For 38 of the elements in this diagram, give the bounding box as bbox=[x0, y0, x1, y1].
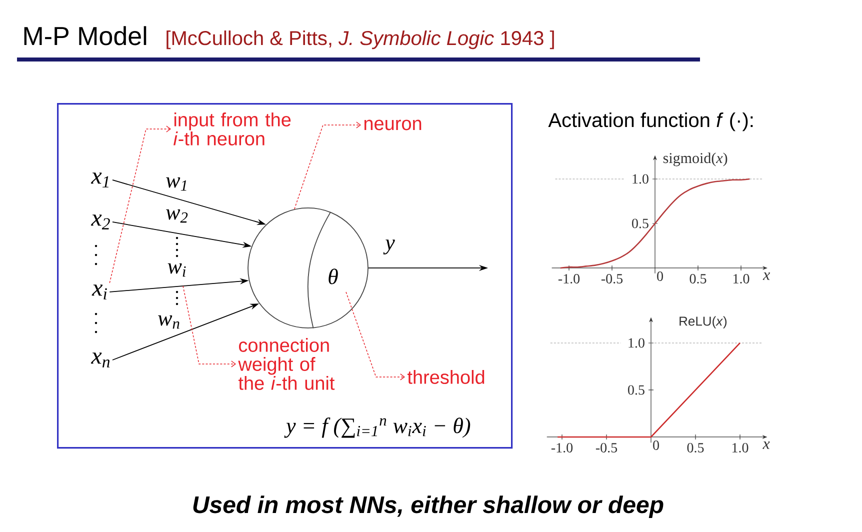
leader-arrow bbox=[346, 292, 405, 380]
leader-arrow bbox=[182, 286, 236, 368]
x-tick-label: 0 bbox=[657, 272, 663, 281]
annotation-text: connection weight of the i-th unit bbox=[238, 338, 335, 390]
edge-label: w$_{n}$ bbox=[156, 314, 182, 330]
y-tick-label: 1.0 bbox=[632, 174, 648, 184]
annotation-text: neuron bbox=[364, 120, 422, 130]
annotation-text: threshold bbox=[408, 370, 484, 384]
x-axis-title: x bbox=[762, 272, 770, 280]
citation: [McCulloch & Pitts, J. Symbolic Logic 1943 ] bbox=[166, 30, 554, 50]
caption: Used in most NNs, either shallow or deep bbox=[193, 496, 664, 518]
input-variable: x$_{1}$ bbox=[90, 172, 108, 188]
edge-label: w$_{i}$ bbox=[166, 262, 188, 278]
x-tick-label: 0.5 bbox=[687, 443, 704, 453]
input-variable: x$_{i}$ bbox=[92, 284, 107, 300]
edge-label: w$_{2}$ bbox=[164, 208, 190, 224]
x-tick-label: 1.0 bbox=[733, 274, 750, 284]
input-variable: x$_{2}$ bbox=[90, 214, 110, 230]
leader-arrow bbox=[294, 122, 362, 210]
y-axis-title: ReLU(x) bbox=[680, 316, 727, 328]
y-tick-label: 0.5 bbox=[628, 385, 644, 395]
x-tick-label: -1.0 bbox=[551, 443, 573, 453]
y-tick-label: 1.0 bbox=[628, 338, 644, 348]
title: M-P Model bbox=[24, 26, 146, 46]
x-tick-label: 0.5 bbox=[690, 274, 706, 284]
edge-label: y bbox=[383, 238, 396, 256]
heading: Activation function f (·): bbox=[548, 112, 753, 132]
x-tick-label: -0.5 bbox=[601, 274, 623, 284]
input-variable: x$_{n}$ bbox=[90, 352, 110, 368]
y-axis-title: sigmoid(x) bbox=[663, 152, 728, 166]
x-tick-label: 1.0 bbox=[732, 443, 748, 453]
edge-label: w$_{1}$ bbox=[164, 176, 190, 192]
x-axis-title: x bbox=[762, 442, 770, 449]
leader-arrow bbox=[109, 126, 172, 284]
x-tick-label: -1.0 bbox=[558, 274, 580, 284]
x-tick-label: 0 bbox=[653, 440, 659, 450]
x-tick-label: -0.5 bbox=[596, 443, 618, 453]
annotation-text: input from the i-th neuron bbox=[174, 112, 291, 146]
